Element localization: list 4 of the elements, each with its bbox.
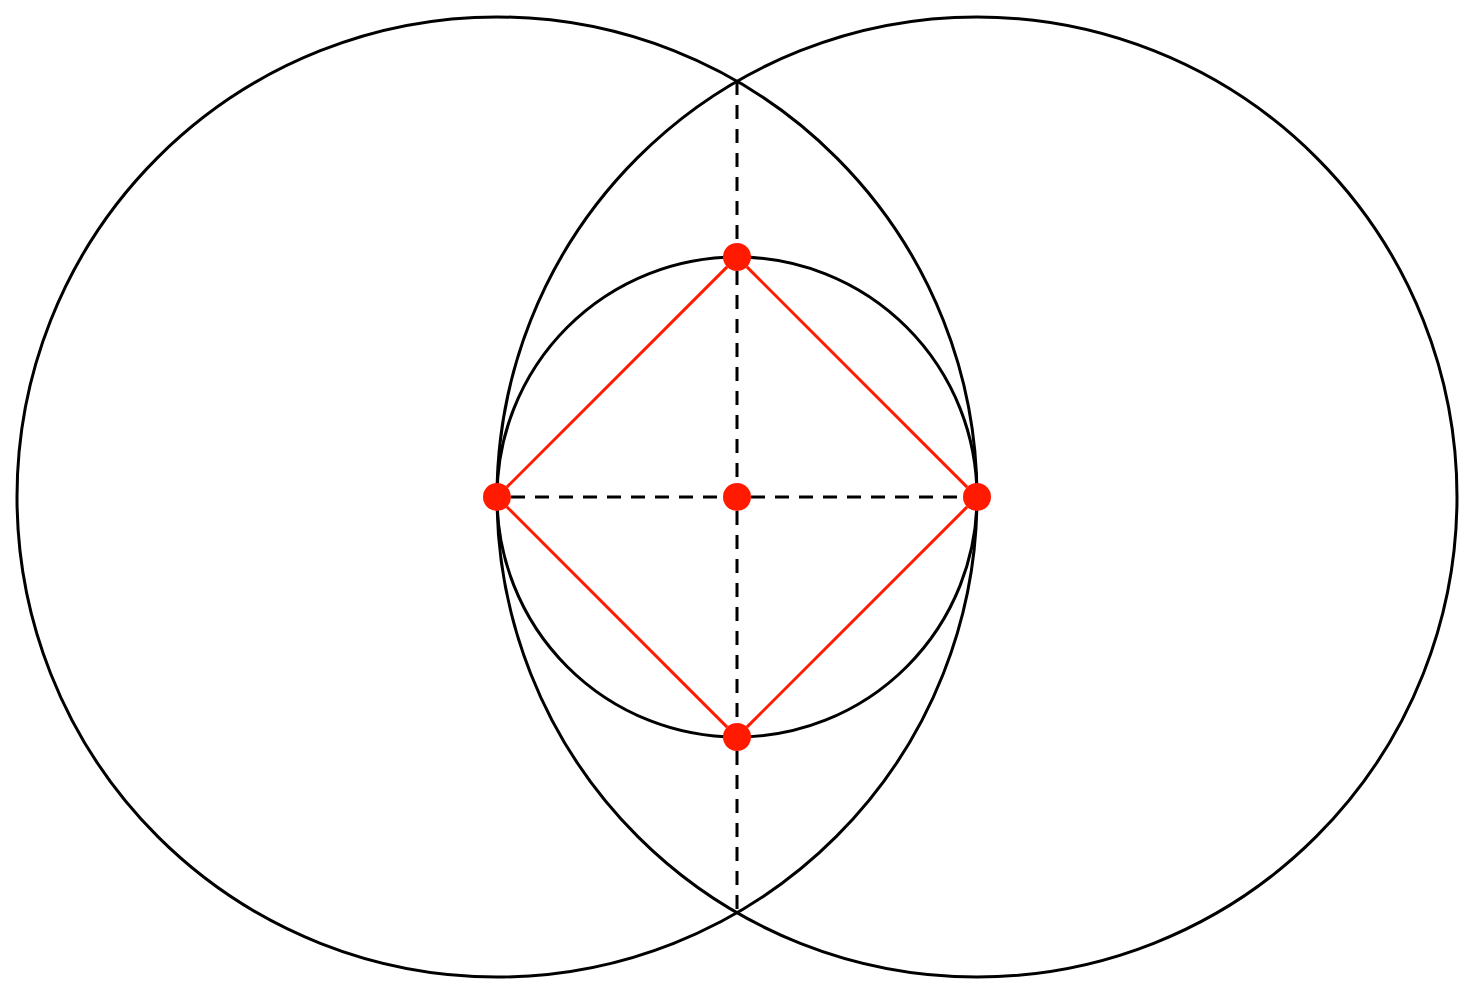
line-segment <box>505 505 729 729</box>
line-segment <box>745 265 969 489</box>
line-segment <box>505 265 729 489</box>
line-segment <box>745 505 969 729</box>
